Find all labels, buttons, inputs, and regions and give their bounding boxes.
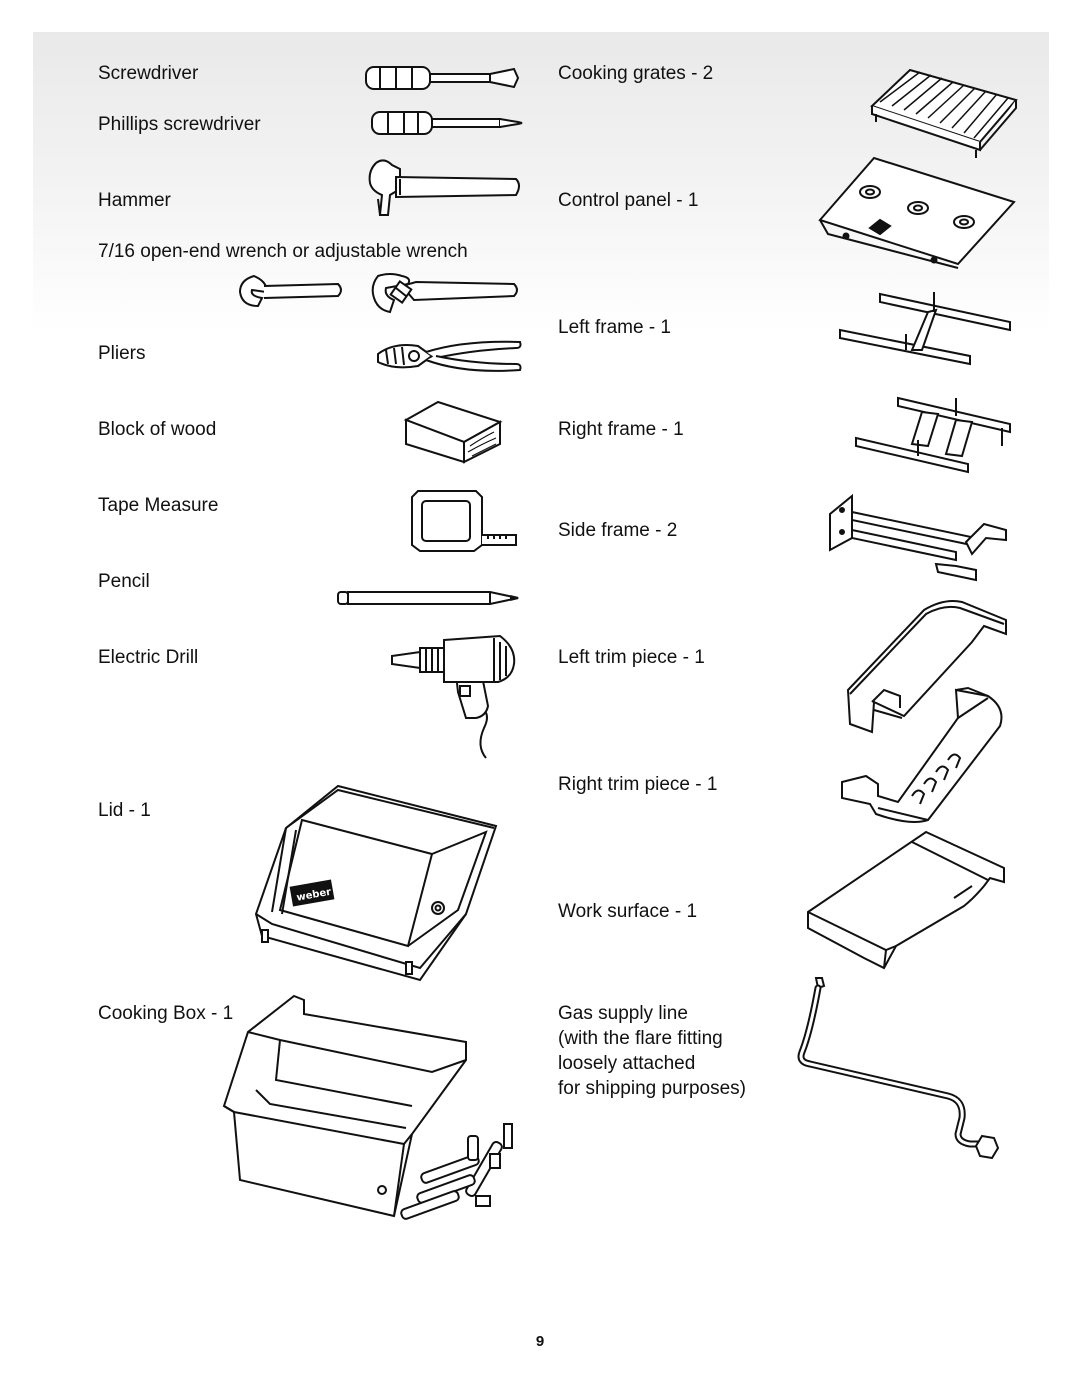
label-work-surface: Work surface - 1 — [558, 901, 698, 922]
label-pliers: Pliers — [98, 343, 146, 364]
gas-line-text-4: for shipping purposes) — [558, 1078, 746, 1099]
screwdriver-icon — [362, 62, 522, 96]
pencil-icon — [334, 588, 524, 608]
label-cooking-box: Cooking Box - 1 — [98, 1003, 234, 1024]
cooking-grates-icon — [868, 66, 1020, 156]
gas-supply-line-icon — [798, 972, 1004, 1164]
left-frame-icon — [836, 290, 1014, 376]
label-screwdriver: Screwdriver — [98, 63, 199, 84]
label-wrench: 7/16 open-end wrench or adjustable wrenc… — [98, 241, 468, 262]
adjustable-wrench-icon — [368, 270, 523, 316]
open-end-wrench-icon — [236, 272, 346, 310]
work-surface-icon — [804, 828, 1010, 972]
label-control-panel: Control panel - 1 — [558, 190, 699, 211]
label-phillips-screwdriver: Phillips screwdriver — [98, 114, 261, 135]
phillips-screwdriver-icon — [368, 107, 528, 141]
pliers-icon — [374, 336, 524, 380]
left-trim-piece-icon — [844, 598, 1010, 738]
block-of-wood-icon — [402, 398, 504, 464]
control-panel-icon — [818, 156, 1018, 268]
label-tape-measure: Tape Measure — [98, 495, 219, 516]
right-frame-icon — [852, 394, 1014, 478]
hammer-icon — [366, 155, 526, 221]
label-right-trim-piece: Right trim piece - 1 — [558, 774, 718, 795]
label-left-trim-piece: Left trim piece - 1 — [558, 647, 705, 668]
label-left-frame: Left frame - 1 — [558, 317, 671, 338]
cooking-box-icon — [220, 994, 524, 1228]
side-frame-icon — [826, 494, 1014, 582]
gas-line-text-2: (with the flare fitting — [558, 1028, 723, 1049]
label-side-frame: Side frame - 2 — [558, 520, 678, 541]
lid-icon: weber — [252, 784, 502, 980]
label-right-frame: Right frame - 1 — [558, 419, 684, 440]
right-trim-piece-icon — [838, 686, 1010, 828]
gas-line-text-1: Gas supply line — [558, 1003, 688, 1024]
label-block-of-wood: Block of wood — [98, 419, 217, 440]
tape-measure-icon — [408, 487, 520, 553]
label-pencil: Pencil — [98, 571, 150, 592]
page-number: 9 — [535, 1333, 545, 1350]
label-electric-drill: Electric Drill — [98, 647, 199, 668]
label-hammer: Hammer — [98, 190, 171, 211]
label-lid: Lid - 1 — [98, 800, 151, 821]
gas-line-text-3: loosely attached — [558, 1053, 696, 1074]
label-cooking-grates: Cooking grates - 2 — [558, 63, 714, 84]
electric-drill-icon — [390, 632, 520, 768]
